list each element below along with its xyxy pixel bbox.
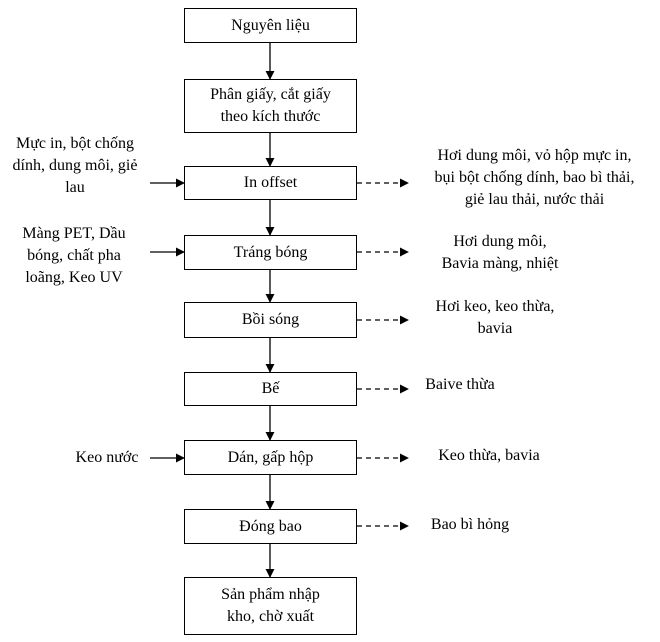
- input-trang-bong: Màng PET, Dầu bóng, chất pha loãng, Keo …: [22, 225, 126, 286]
- step-boi-song: Bồi sóng: [184, 302, 357, 338]
- step-nguyen-lieu: Nguyên liệu: [184, 8, 357, 43]
- step-trang-bong: Tráng bóng: [184, 235, 357, 270]
- step-label: Bồi sóng: [241, 311, 300, 328]
- output-dan-gap-hop: Keo thừa, bavia: [438, 447, 540, 464]
- step-label: Dán, gấp hộp: [227, 448, 314, 466]
- output-trang-bong: Hơi dung môi, Bavia màng, nhiệt: [441, 233, 559, 272]
- step-dan-gap-hop: Dán, gấp hộp: [184, 440, 357, 475]
- output-dong-bao: Bao bì hỏng: [430, 516, 510, 533]
- step-label: Nguyên liệu: [231, 16, 310, 34]
- step-label: Bế: [261, 380, 280, 397]
- step-be: Bế: [184, 372, 357, 406]
- step-in-offset: In offset: [184, 166, 357, 200]
- step-san-pham: Sản phẩm nhập kho, chờ xuất: [184, 577, 357, 635]
- input-in-offset: Mực in, bột chống dính, dung môi, giẻ la…: [12, 135, 138, 196]
- step-dong-bao: Đóng bao: [184, 509, 357, 544]
- output-be: Baive thừa: [425, 376, 495, 393]
- step-label: Sản phẩm nhập kho, chờ xuất: [221, 586, 320, 625]
- step-label: Phân giấy, cắt giấy theo kích thước: [210, 86, 331, 125]
- step-label: Đóng bao: [239, 517, 302, 535]
- output-in-offset: Hơi dung môi, vỏ hộp mực in, bụi bột chố…: [434, 147, 635, 208]
- step-label: Tráng bóng: [233, 243, 308, 261]
- step-phan-giay: Phân giấy, cắt giấy theo kích thước: [184, 79, 357, 133]
- output-boi-song: Hơi keo, keo thừa, bavia: [435, 298, 555, 337]
- step-label: In offset: [243, 174, 298, 191]
- input-dan-gap-hop: Keo nước: [75, 449, 139, 466]
